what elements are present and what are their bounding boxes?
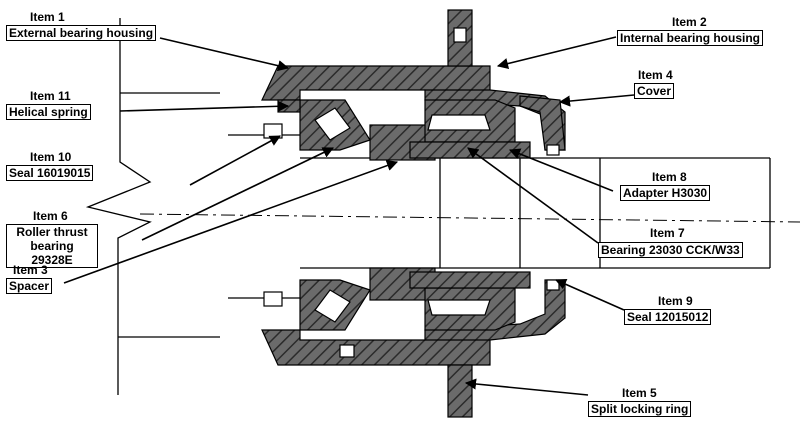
item-2-name: Internal bearing housing [617, 30, 764, 46]
adapter-lower [409, 271, 531, 289]
item-9-number: Item 9 [658, 294, 693, 308]
item-9-name: Seal 12015012 [624, 309, 712, 325]
center-line [139, 213, 801, 223]
item-11-name: Helical spring [6, 104, 91, 120]
item-5-name: Split locking ring [588, 401, 692, 417]
item-8-name: Adapter H3030 [620, 185, 711, 201]
item-8-number: Item 8 [652, 170, 687, 184]
item-1-name: External bearing housing [6, 25, 157, 41]
item-2-number: Item 2 [672, 15, 707, 29]
item-1-number: Item 1 [30, 10, 65, 24]
lower-section [261, 267, 566, 418]
item-7-number: Item 7 [650, 226, 685, 240]
seal-lower [263, 291, 283, 307]
upper-section [261, 9, 566, 161]
item-4-number: Item 4 [638, 68, 673, 82]
item-3-number: Item 3 [13, 263, 48, 277]
item-6-number: Item 6 [33, 209, 68, 223]
split-locking-ring-lower [447, 364, 473, 418]
item-4-name: Cover [634, 83, 675, 99]
item-3-name: Spacer [6, 278, 53, 294]
item-5-number: Item 5 [622, 386, 657, 400]
item-10-name: Seal 16019015 [6, 165, 94, 181]
item-10-number: Item 10 [30, 150, 72, 164]
item-6-name: Roller thrust bearing 29328E [6, 224, 98, 268]
item-11-number: Item 11 [30, 89, 71, 103]
item-7-name: Bearing 23030 CCK/W33 [598, 242, 743, 258]
leader-lines [63, 36, 635, 396]
